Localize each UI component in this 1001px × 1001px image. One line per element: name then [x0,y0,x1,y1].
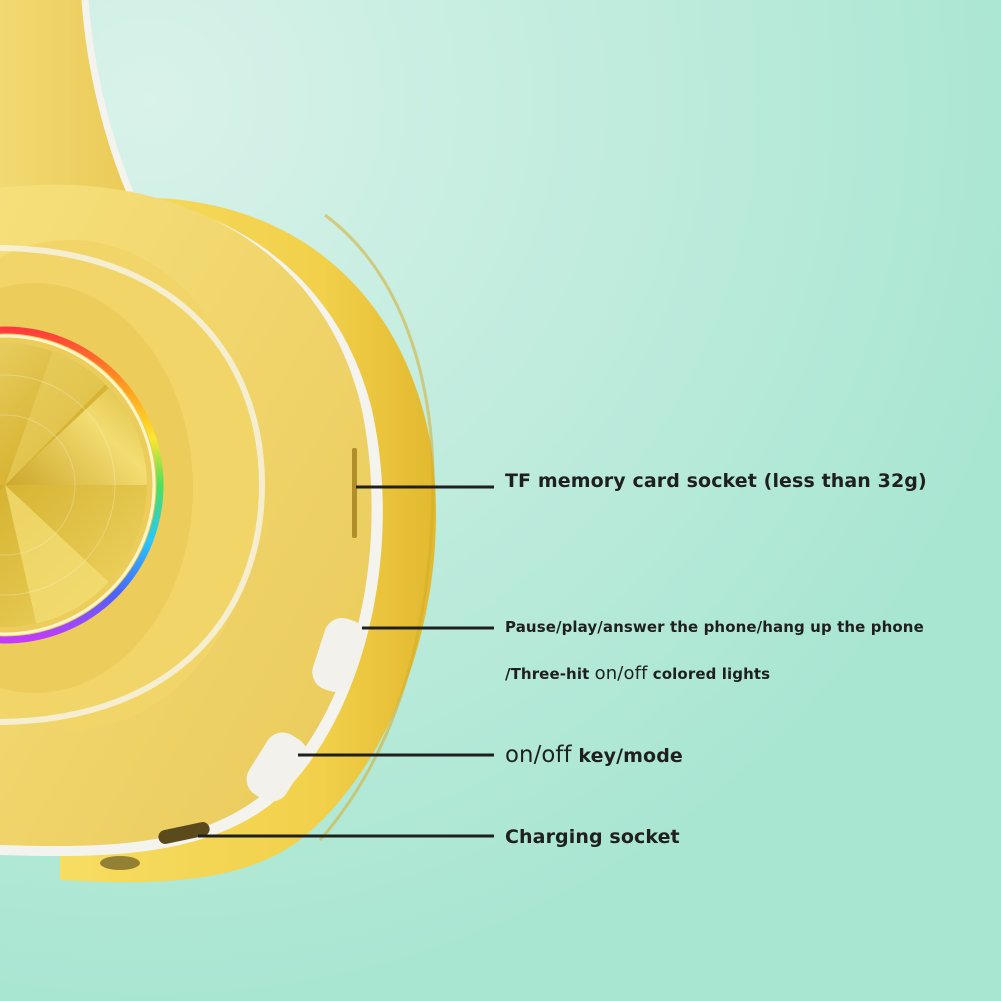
tf-socket-label: TF memory card socket (less than 32g) [505,470,927,492]
headband-trim [81,0,134,194]
colored-lights-label: /Three-hit on/off colored lights [505,663,771,684]
power-key-label: on/off key/mode [505,742,683,768]
tf-card-slot [352,448,357,538]
charging-port [158,822,210,844]
power-button [246,732,308,802]
rgb-light-ring [0,326,164,644]
pause-play-label: Pause/play/answer the phone/hang up the … [505,618,924,636]
pause-play-button [312,618,366,692]
charging-socket-label: Charging socket [505,826,680,848]
audio-jack [100,856,140,870]
